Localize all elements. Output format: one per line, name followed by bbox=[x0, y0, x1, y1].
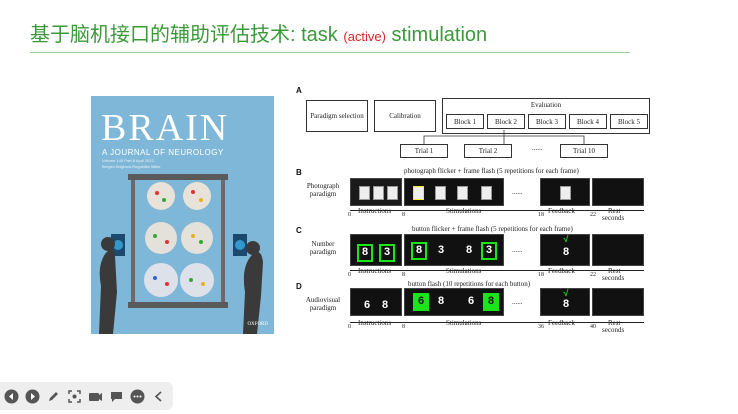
audio-stim-digit-2: 8 bbox=[433, 295, 449, 307]
more-icon[interactable] bbox=[128, 387, 147, 406]
chat-icon[interactable] bbox=[107, 387, 126, 406]
number-stim-digit-2: 3 bbox=[433, 244, 449, 256]
audio-feedback-digit: 8 bbox=[558, 298, 574, 310]
audio-tick-3: 40 bbox=[590, 324, 596, 330]
trial-ellipsis: ...... bbox=[532, 144, 543, 152]
title-tail: stimulation bbox=[386, 24, 487, 46]
number-paradigm-label: Number paradigm bbox=[300, 240, 346, 256]
photo-phase-stimulations: Stimulations bbox=[446, 207, 481, 215]
photo-phase-feedback: Feedback bbox=[548, 207, 575, 215]
audio-phase-instructions: Instructions bbox=[358, 319, 391, 327]
journal-cover-image: BRAIN A JOURNAL OF NEUROLOGY Volume 145 … bbox=[91, 96, 274, 334]
photo-rest-panel bbox=[592, 178, 644, 206]
audio-timeline bbox=[350, 322, 644, 323]
next-icon[interactable] bbox=[23, 387, 42, 406]
section-d-label: D bbox=[296, 282, 302, 291]
photo-tick-2: 18 bbox=[538, 212, 544, 218]
prev-icon[interactable] bbox=[2, 387, 21, 406]
number-timeline bbox=[350, 270, 644, 271]
photo-stimulation-panel bbox=[404, 178, 504, 206]
audio-tick-1: 8 bbox=[402, 324, 405, 330]
number-feedback-panel: √ 8 bbox=[540, 234, 590, 266]
presentation-toolbar bbox=[0, 382, 173, 410]
audio-ellipsis: ...... bbox=[512, 298, 523, 306]
photo-tick-0: 0 bbox=[348, 212, 351, 218]
number-tick-2: 18 bbox=[538, 272, 544, 278]
number-phase-instructions: Instructions bbox=[358, 267, 391, 275]
audio-tick-0: 0 bbox=[348, 324, 351, 330]
number-feedback-digit: 8 bbox=[558, 246, 574, 258]
section-b-label: B bbox=[296, 168, 302, 177]
photo-tick-1: 8 bbox=[402, 212, 405, 218]
number-stim-digit-4: 3 bbox=[481, 244, 497, 256]
number-ellipsis: ...... bbox=[512, 246, 523, 254]
photo-paradigm-label: Photograph paradigm bbox=[300, 182, 346, 198]
photo-instructions-panel bbox=[350, 178, 402, 206]
number-caption: button flicker + frame flash (5 repetiti… bbox=[412, 225, 573, 233]
number-stim-digit-3: 8 bbox=[461, 244, 477, 256]
number-instr-digit-1: 8 bbox=[357, 246, 373, 258]
audio-instr-digit-1: 6 bbox=[359, 299, 375, 311]
audio-paradigm-label: Audiovisual paradigm bbox=[300, 296, 346, 312]
number-phase-stimulations: Stimulations bbox=[446, 267, 481, 275]
trial-10: Trial 10 bbox=[560, 144, 608, 158]
section-c-label: C bbox=[296, 226, 302, 235]
audio-stim-digit-4: 8 bbox=[483, 295, 499, 307]
photo-unit: seconds bbox=[602, 214, 624, 222]
number-stim-digit-1: 8 bbox=[411, 244, 427, 256]
slide-title: 基于脑机接口的辅助评估技术: task (active) stimulation bbox=[30, 18, 487, 47]
cover-illustration bbox=[91, 96, 274, 334]
audio-rest-panel bbox=[592, 288, 644, 316]
title-main: 基于脑机接口的辅助评估技术: task bbox=[30, 24, 343, 46]
collapse-icon[interactable] bbox=[149, 387, 168, 406]
photo-timeline bbox=[350, 210, 644, 211]
cover-publisher: OXFORD bbox=[247, 322, 268, 327]
audio-stimulation-panel: 6 8 6 8 bbox=[404, 288, 504, 316]
number-instructions-panel: 8 3 bbox=[350, 234, 402, 266]
photo-tick-3: 22 bbox=[590, 212, 596, 218]
audio-check-mark: √ bbox=[558, 288, 574, 298]
number-stimulation-panel: 8 3 8 3 bbox=[404, 234, 504, 266]
number-unit: seconds bbox=[602, 274, 624, 282]
number-tick-0: 0 bbox=[348, 272, 351, 278]
number-tick-1: 8 bbox=[402, 272, 405, 278]
screenshot-icon[interactable] bbox=[65, 387, 84, 406]
number-rest-panel bbox=[592, 234, 644, 266]
audio-feedback-panel: √ 8 bbox=[540, 288, 590, 316]
photo-caption: photograph flicker + frame flash (5 repe… bbox=[404, 167, 579, 175]
audio-phase-feedback: Feedback bbox=[548, 319, 575, 327]
trial-1: Trial 1 bbox=[400, 144, 448, 158]
title-active: (active) bbox=[343, 29, 386, 44]
number-check-mark: √ bbox=[558, 234, 574, 244]
audio-phase-stimulations: Stimulations bbox=[446, 319, 481, 327]
photo-feedback-panel bbox=[540, 178, 590, 206]
pen-icon[interactable] bbox=[44, 387, 63, 406]
audio-caption: button flash (10 repetitions for each bu… bbox=[408, 280, 530, 288]
audio-stim-digit-1: 6 bbox=[413, 295, 429, 307]
audio-instructions-panel: 6 8 bbox=[350, 288, 402, 316]
camera-icon[interactable] bbox=[86, 387, 105, 406]
title-divider bbox=[30, 52, 630, 53]
photo-ellipsis: ...... bbox=[512, 188, 523, 196]
audio-unit: seconds bbox=[602, 326, 624, 334]
trial-2: Trial 2 bbox=[464, 144, 512, 158]
audio-tick-2: 36 bbox=[538, 324, 544, 330]
number-tick-3: 22 bbox=[590, 272, 596, 278]
number-instr-digit-2: 3 bbox=[379, 246, 395, 258]
paradigm-diagram: A Paradigm selection Calibration Evaluat… bbox=[296, 86, 646, 344]
audio-stim-digit-3: 6 bbox=[463, 295, 479, 307]
audio-instr-digit-2: 8 bbox=[377, 299, 393, 311]
photo-phase-instructions: Instructions bbox=[358, 207, 391, 215]
number-phase-feedback: Feedback bbox=[548, 267, 575, 275]
